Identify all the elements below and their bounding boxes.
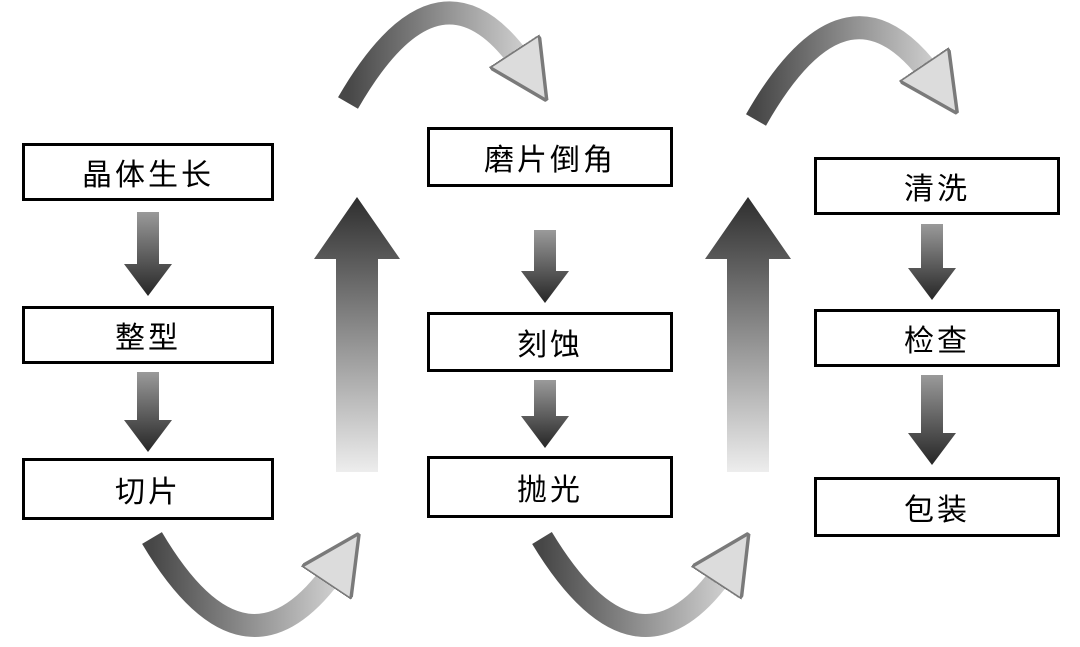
process-box-cleaning: 清洗	[814, 157, 1060, 215]
process-box-etching: 刻蚀	[427, 312, 673, 372]
process-box-slicing: 切片	[22, 458, 274, 520]
process-box-label: 清洗	[904, 173, 970, 206]
process-box-shaping: 整型	[22, 306, 274, 364]
curved-arrow-bottom-1	[142, 538, 340, 637]
process-box-label: 晶体生长	[82, 159, 214, 192]
process-box-label: 刻蚀	[517, 329, 583, 362]
up-arrow-1	[314, 197, 400, 472]
process-box-label: 抛光	[517, 474, 583, 507]
down-arrow-col2-1	[521, 230, 569, 303]
process-box-packaging: 包装	[814, 477, 1060, 537]
curved-arrow-bottom-2	[532, 538, 730, 637]
curved-arrow-top-2	[746, 16, 938, 126]
process-box-crystal-growth: 晶体生长	[22, 143, 274, 201]
up-arrow-2	[705, 197, 791, 472]
curved-arrow-top-1	[338, 1, 528, 109]
process-box-polishing: 抛光	[427, 456, 673, 518]
down-arrow-col2-2	[521, 380, 569, 448]
process-box-label: 切片	[115, 476, 181, 509]
down-arrow-col1-1	[124, 212, 172, 296]
process-box-label: 包装	[904, 494, 970, 527]
down-arrow-col3-2	[908, 375, 956, 465]
process-box-label: 整型	[115, 322, 181, 355]
process-box-lapping-chamfer: 磨片倒角	[427, 127, 673, 187]
process-box-label: 磨片倒角	[484, 144, 616, 177]
process-box-inspection: 检查	[814, 309, 1060, 367]
down-arrow-col3-1	[908, 224, 956, 300]
down-arrow-col1-2	[124, 372, 172, 452]
process-box-label: 检查	[904, 325, 970, 358]
